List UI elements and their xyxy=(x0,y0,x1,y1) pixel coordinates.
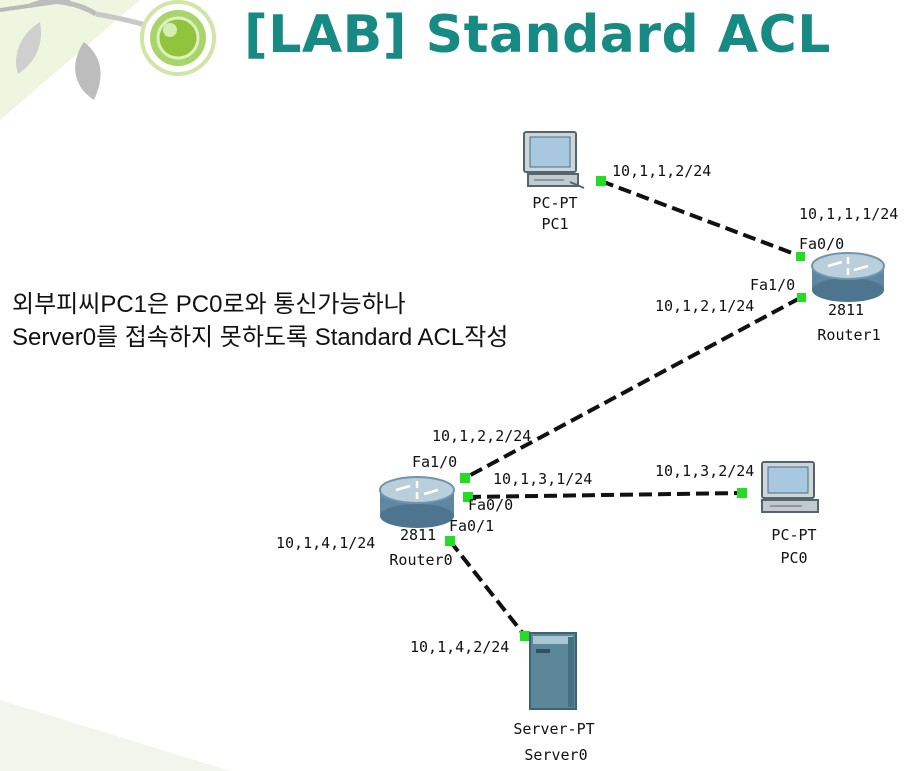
interface-label-router0-fa00: Fa0/0 xyxy=(468,496,513,514)
ip-label-router1-fa10: 10,1,2,1/24 xyxy=(655,297,754,315)
title-bullet-icon xyxy=(140,0,216,76)
lab-description: 외부피씨PC1은 PC0로와 통신가능하나 Server0를 접속하지 못하도록… xyxy=(12,288,508,354)
router0-name-label: Router0 xyxy=(389,551,452,569)
ip-label-server0: 10,1,4,2/24 xyxy=(410,638,509,656)
slide-title: [LAB] Standard ACL xyxy=(244,5,831,65)
pc0-node[interactable]: PC-PT PC0 xyxy=(761,461,819,567)
server0-name-label: Server0 xyxy=(524,746,587,764)
ip-label-pc0: 10,1,3,2/24 xyxy=(655,462,754,480)
pc1-node[interactable]: PC-PT PC1 xyxy=(523,131,585,233)
server-icon xyxy=(529,632,577,710)
pc-icon xyxy=(761,461,819,513)
port-indicator-router0-fa00 xyxy=(463,492,473,502)
port-indicator-server0 xyxy=(520,631,530,641)
ip-label-router0-fa01: 10,1,4,1/24 xyxy=(276,534,375,552)
link-pc1-router1[interactable] xyxy=(600,179,801,258)
lab-description-line-2: Server0를 접속하지 못하도록 Standard ACL작성 xyxy=(12,324,509,351)
pc0-type-label: PC-PT xyxy=(771,526,816,544)
pc1-type-label: PC-PT xyxy=(532,194,577,212)
server0-type-label: Server-PT xyxy=(513,720,594,738)
router-icon xyxy=(811,252,885,302)
server0-node[interactable]: Server-PT Server0 xyxy=(513,632,595,764)
link-router0-pc0[interactable] xyxy=(467,491,743,499)
port-indicator-pc1 xyxy=(596,176,606,186)
router-icon xyxy=(379,476,455,528)
ip-label-router1-fa00: 10,1,1,1/24 xyxy=(799,205,898,223)
router0-model-label: 2811 xyxy=(400,526,436,544)
router1-name-label: Router1 xyxy=(817,326,880,344)
decorative-corner-bottom xyxy=(0,700,230,771)
ip-label-router0-fa10: 10,1,2,2/24 xyxy=(432,427,531,445)
interface-label-router1-fa10: Fa1/0 xyxy=(750,276,795,294)
router1-model-label: 2811 xyxy=(828,301,864,319)
port-indicators xyxy=(445,176,806,641)
port-indicator-pc0 xyxy=(737,488,747,498)
ip-label-router0-fa00: 10,1,3,1/24 xyxy=(493,470,592,488)
pc0-name-label: PC0 xyxy=(780,549,807,567)
router1-node[interactable]: 2811 Router1 xyxy=(811,252,885,344)
links xyxy=(448,179,801,638)
pc-icon xyxy=(523,131,585,189)
pc1-name-label: PC1 xyxy=(541,215,568,233)
ip-label-pc1: 10,1,1,2/24 xyxy=(612,162,711,180)
interface-label-router0-fa01: Fa0/1 xyxy=(449,517,494,535)
port-indicator-router0-fa10 xyxy=(460,473,470,483)
port-indicator-router0-fa01 xyxy=(445,536,455,546)
link-router0-server0[interactable] xyxy=(448,539,527,638)
router0-node[interactable]: 2811 Router0 xyxy=(379,476,455,569)
port-indicator-router1-fa10 xyxy=(797,293,806,302)
interface-label-router0-fa10: Fa1/0 xyxy=(412,453,457,471)
port-indicator-router1-fa00 xyxy=(796,252,805,261)
interface-label-router1-fa00: Fa0/0 xyxy=(799,235,844,253)
lab-description-line-1: 외부피씨PC1은 PC0로와 통신가능하나 xyxy=(12,291,406,318)
link-router1-router0[interactable] xyxy=(464,296,801,480)
